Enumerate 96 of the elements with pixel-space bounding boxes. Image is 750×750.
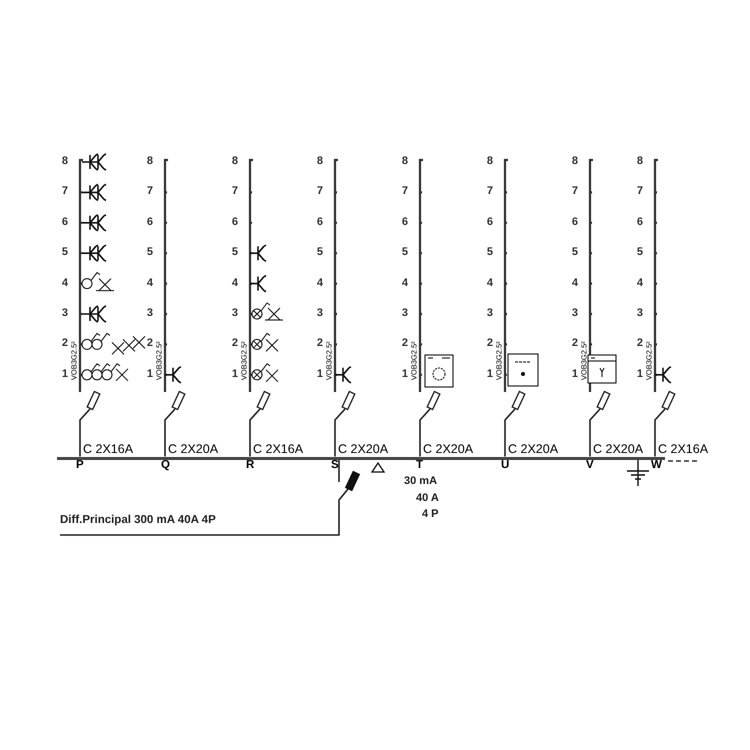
outlet-number: 1 — [60, 368, 68, 380]
outlet-number: 4 — [570, 278, 578, 289]
outlet-number: 6 — [316, 216, 323, 228]
circuit-letter: Q — [161, 460, 170, 472]
edge-label: Diff.Principal 300 mA 40A 4P — [60, 515, 216, 526]
outlet-number: 4 — [486, 278, 493, 289]
outlet-number: 5 — [486, 247, 493, 258]
outlet-number: 1 — [230, 368, 238, 380]
outlet-number: 5 — [316, 247, 323, 258]
circuit-letter: T — [416, 460, 424, 472]
outlet-number: 2 — [146, 338, 153, 350]
outlet-number: 2 — [570, 338, 578, 350]
outlet-number: 8 — [570, 156, 578, 167]
outlet-number: 8 — [230, 156, 238, 167]
outlet-number: 5 — [60, 247, 68, 258]
connection-line — [334, 428, 336, 456]
outlet-number: 5 — [230, 247, 238, 258]
outlet-number: 4 — [400, 278, 408, 289]
circuit-letter: R — [246, 460, 254, 472]
outlet-number: 6 — [570, 216, 578, 228]
bus-bar — [57, 456, 665, 460]
outlet-number: 4 — [230, 278, 238, 289]
connection-line — [504, 428, 506, 456]
breaker-rating: C 2X20A — [168, 443, 218, 456]
outlet-number: 3 — [60, 308, 68, 319]
supply-line — [60, 508, 340, 536]
breaker-rating: C 2X20A — [508, 443, 558, 456]
outlet-number: 3 — [230, 308, 238, 319]
connection-line — [249, 428, 251, 456]
outlet-number: 2 — [60, 338, 68, 350]
connection-line — [79, 428, 81, 456]
outlet-number: 7 — [316, 186, 323, 198]
outlet-number: 1 — [316, 368, 323, 380]
outlet-number: 3 — [316, 308, 323, 319]
outlet-number: 8 — [400, 156, 408, 167]
outlet-number: 5 — [636, 247, 643, 258]
outlet-number: 3 — [486, 308, 493, 319]
outlet-number: 8 — [146, 156, 153, 167]
outlet-number: 7 — [146, 186, 153, 198]
outlet-number: 2 — [230, 338, 238, 350]
outlet-number: 6 — [146, 216, 153, 228]
outlet-number: 3 — [146, 308, 153, 319]
connection-line — [419, 428, 421, 456]
breaker-rating: C 2X20A — [593, 443, 644, 456]
connection-line — [338, 460, 340, 470]
outlet-number: 6 — [400, 216, 408, 228]
circuit-letter: V — [586, 460, 594, 472]
outlet-number: 7 — [486, 186, 493, 198]
outlet-number: 8 — [486, 156, 493, 167]
outlet-number: 5 — [400, 247, 408, 258]
circuit-letter: U — [501, 460, 510, 472]
connection-line — [164, 428, 166, 456]
outlet-number: 5 — [570, 247, 578, 258]
outlet-number: 1 — [486, 368, 493, 380]
breaker-rating: C 2X20A — [423, 443, 474, 456]
breaker-rating: C 2X16A — [83, 443, 134, 456]
outlet-number: 4 — [636, 278, 643, 289]
outlet-number: 8 — [316, 156, 323, 167]
outlet-number: 5 — [146, 247, 153, 258]
outlet-number: 1 — [146, 368, 153, 380]
circuit-letter: W — [651, 460, 662, 472]
outlet-number: 3 — [400, 308, 408, 319]
outlet-number: 2 — [636, 338, 643, 350]
outlet-number: 8 — [636, 156, 643, 167]
connection-line — [589, 428, 591, 456]
circuit-letter: P — [76, 460, 84, 472]
outlet-number: 7 — [230, 186, 238, 198]
outlet-number: 4 — [60, 278, 68, 289]
outlet-number: 2 — [316, 338, 323, 350]
outlet-number: 1 — [570, 368, 578, 380]
outlet-number: 8 — [60, 156, 68, 167]
outlet-number: 6 — [636, 216, 643, 228]
outlet-number: 2 — [486, 338, 493, 350]
outlet-number: 4 — [146, 278, 153, 289]
rating-note: 40 A — [416, 493, 439, 504]
breaker-rating: C 2X20A — [338, 443, 388, 456]
outlet-number: 6 — [60, 216, 68, 228]
circuit-letter: S — [331, 460, 339, 472]
connection-line — [654, 428, 656, 456]
rating-note: 30 mA — [404, 476, 438, 487]
outlet-number: 3 — [636, 308, 643, 319]
outlet-number: 1 — [400, 368, 408, 380]
outlet-number: 3 — [570, 308, 578, 319]
outlet-number: 6 — [486, 216, 493, 228]
outlet-number: 4 — [316, 278, 323, 289]
rating-note: 4 P — [422, 509, 439, 520]
outlet-number: 6 — [230, 216, 238, 228]
outlet-number: 7 — [570, 186, 578, 198]
outlet-number: 1 — [636, 368, 643, 380]
breaker-rating: C 2X16A — [253, 443, 304, 456]
circuit-breaker-symbol — [336, 470, 362, 508]
outlet-number: 7 — [60, 186, 68, 198]
outlet-number: 7 — [636, 186, 643, 198]
outlet-number: 2 — [400, 338, 408, 350]
outlet-number: 7 — [400, 186, 408, 198]
breaker-rating: C 2X16A — [658, 443, 708, 456]
